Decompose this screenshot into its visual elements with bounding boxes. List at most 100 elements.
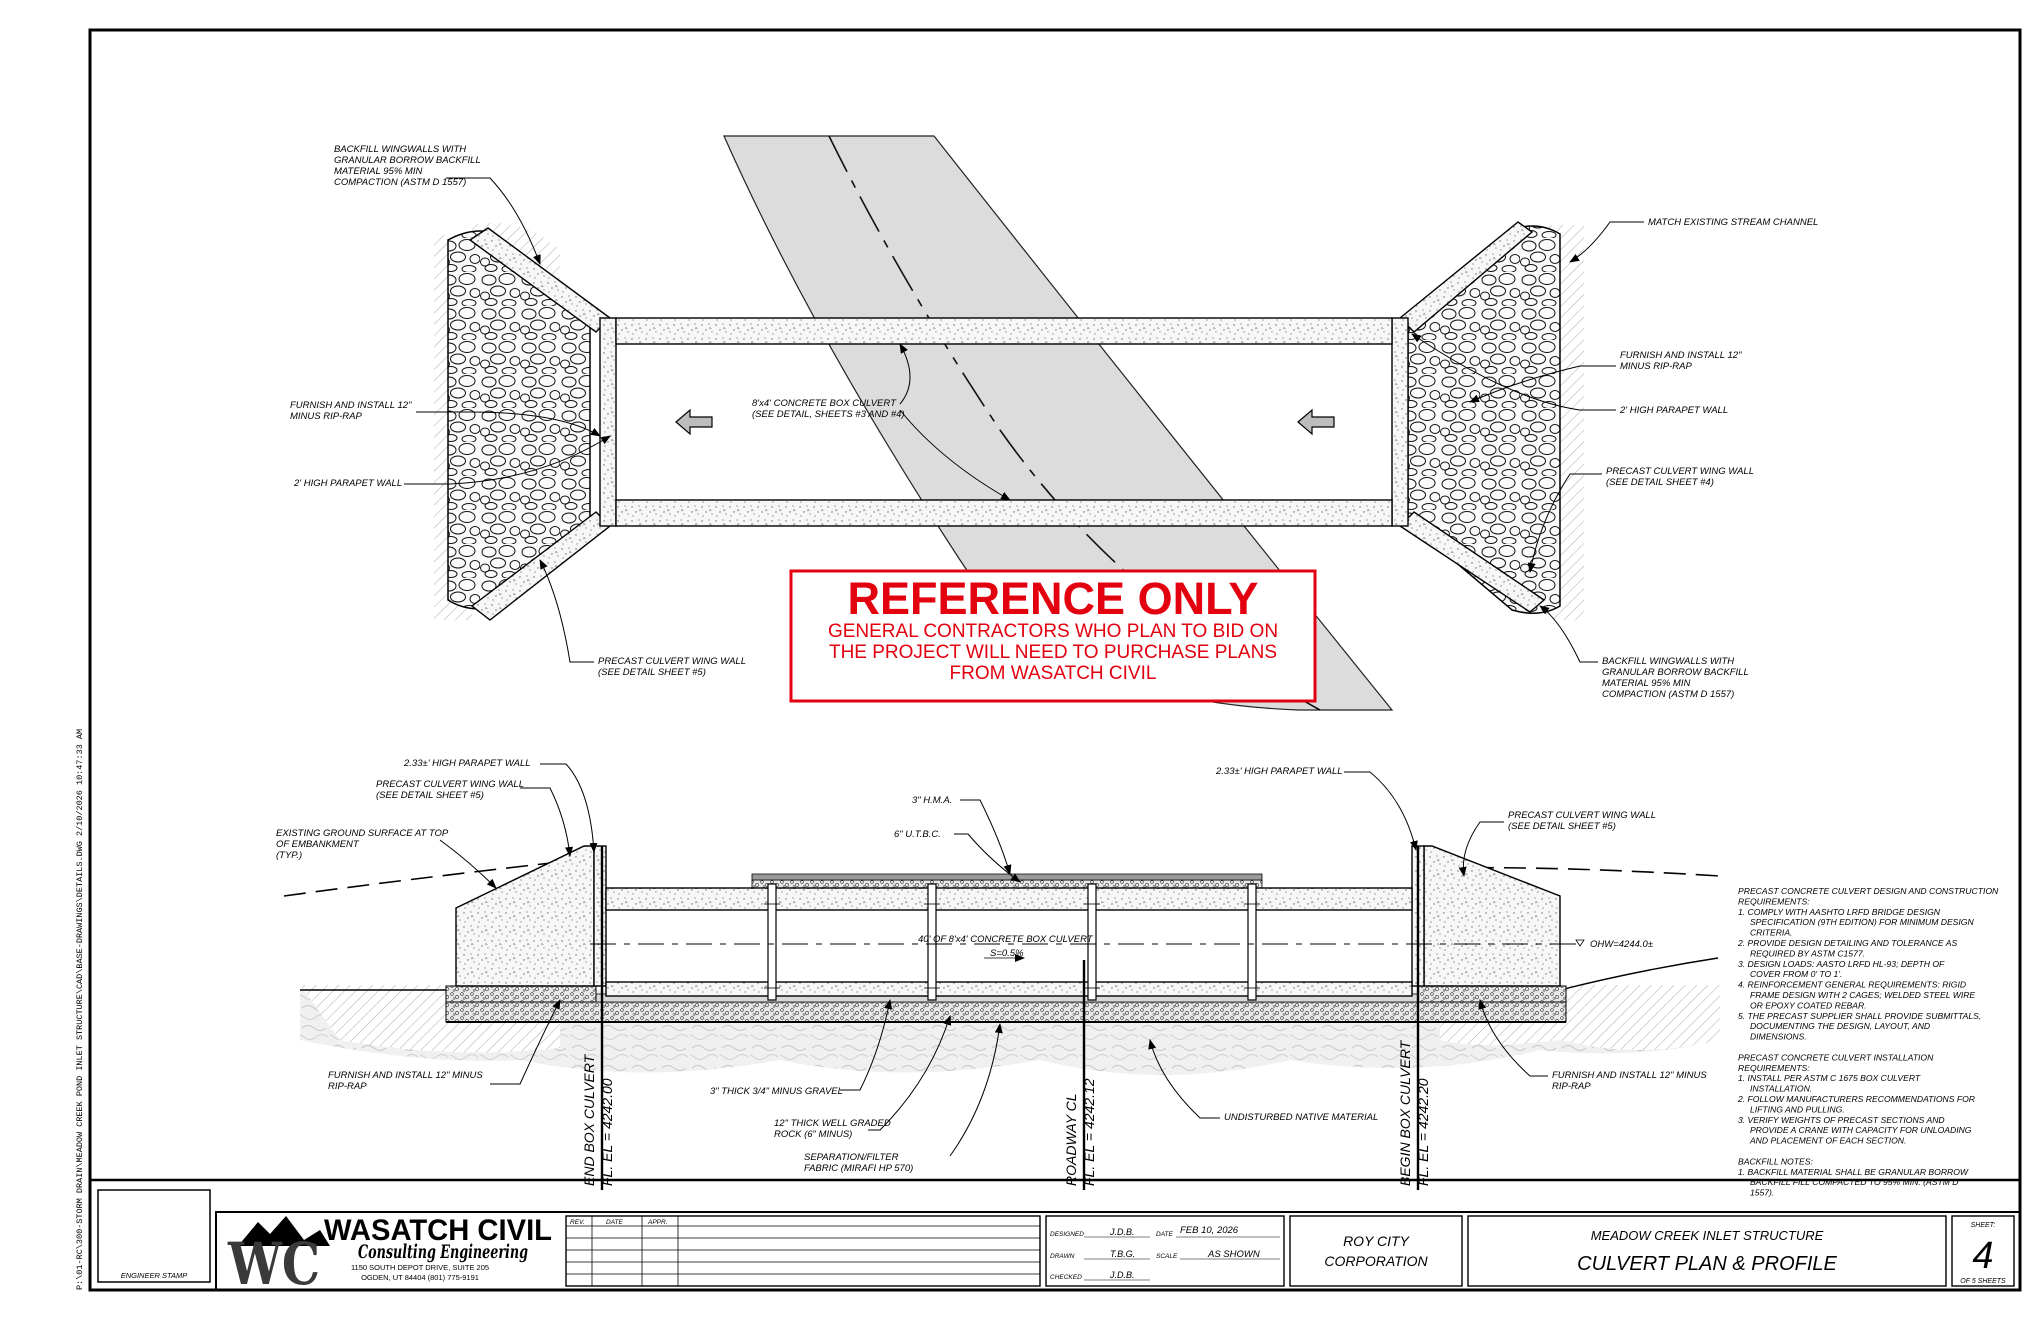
general-note-line: CRITERIA. (1738, 928, 1792, 938)
note-fabric: SEPARATION/FILTER FABRIC (MIRAFI HP 570) (804, 1152, 913, 1174)
hma-layer (751, 873, 1263, 881)
flow-arrow-east (1297, 408, 1335, 436)
general-note-line: LIFTING AND PULLING. (1738, 1104, 1845, 1114)
general-note-line: PROVIDE A CRANE WITH CAPACITY FOR UNLOAD… (1738, 1125, 1972, 1135)
drawn-label: DRAWN (1050, 1253, 1075, 1260)
general-note-line: 3. DESIGN LOADS: AASTO LRFD HL-93; DEPTH… (1738, 959, 1945, 969)
ohw-marker (1575, 939, 1585, 947)
general-note-line: BACKFILL FILL COMPACTED TO 95% MIN. (AST… (1738, 1177, 1958, 1187)
culvert-bottom-slab (605, 981, 1413, 997)
note-existing-ground: EXISTING GROUND SURFACE AT TOP OF EMBANK… (276, 828, 451, 861)
existing-ground-dashed (283, 861, 1721, 897)
rev-header-appr: APPR. (647, 1219, 668, 1226)
sheet-title: CULVERT PLAN & PROFILE (1577, 1253, 1837, 1275)
note-riprap-east: FURNISH AND INSTALL 12" MINUS RIP-RAP (1620, 350, 1744, 372)
rev-header-date: DATE (606, 1219, 624, 1226)
sheet-number: 4 (1972, 1235, 1993, 1277)
general-note-line: DOCUMENTING THE DESIGN, LAYOUT, AND (1738, 1021, 1930, 1031)
wasatch-civil-logo: WC WASATCH CIVIL Consulting Engineering … (227, 1214, 552, 1298)
plan-view: BACKFILL WINGWALLS WITH GRANULAR BORROW … (290, 135, 1818, 711)
general-note-line: REQUIREMENTS: (1738, 896, 1810, 906)
utbc-layer (751, 879, 1263, 889)
checked-label: CHECKED (1050, 1274, 1082, 1281)
note-hma: 3" H.M.A. (912, 795, 952, 806)
note-wingwall-profile-west: PRECAST CULVERT WING WALL (SEE DETAIL SH… (376, 779, 526, 801)
note-gravel: 3" THICK 3/4" MINUS GRAVEL (710, 1086, 843, 1097)
note-box-culvert: 8'x4' CONCRETE BOX CULVERT (SEE DETAIL, … (752, 398, 905, 420)
sheet-total: OF 5 SHEETS (1960, 1278, 2006, 1285)
ground-line (300, 957, 1719, 991)
note-slope: S=0.5% (990, 948, 1024, 959)
general-note-line: AND PLACEMENT OF EACH SECTION. (1738, 1136, 1906, 1146)
flow-arrow-west (675, 408, 713, 436)
general-notes: PRECAST CONCRETE CULVERT DESIGN AND CONS… (1737, 886, 1999, 1198)
reference-only-stamp: REFERENCE ONLY GENERAL CONTRACTORS WHO P… (789, 569, 1317, 703)
note-riprap-profile-west: FURNISH AND INSTALL 12" MINUS RIP-RAP (328, 1070, 485, 1092)
general-note-line: PRECAST CONCRETE CULVERT DESIGN AND CONS… (1738, 886, 1999, 896)
general-note-line: BACKFILL NOTES: (1738, 1156, 1813, 1166)
culvert-joints (767, 883, 1257, 1001)
culvert-wall-north (615, 317, 1393, 345)
designed-label: DESIGNED (1050, 1231, 1084, 1238)
general-note-line: 4. REINFORCEMENT GENERAL REQUIREMENTS: R… (1738, 980, 1966, 990)
date-value: FEB 10, 2026 (1180, 1225, 1239, 1236)
revision-table (565, 1215, 1041, 1287)
general-note-line: 1. COMPLY WITH AASHTO LRFD BRIDGE DESIGN (1738, 907, 1941, 917)
sheet-label: SHEET: (1971, 1222, 1996, 1229)
engineer-stamp-label: ENGINEER STAMP (121, 1271, 188, 1280)
reference-only-title: REFERENCE ONLY (848, 573, 1259, 624)
general-note-line: SPECIFICATION (9TH EDITION) FOR MINIMUM … (1738, 917, 1974, 927)
general-note-line: FRAME DESIGN WITH 2 CAGES; WELDED STEEL … (1738, 990, 1975, 1000)
firm-subtitle: Consulting Engineering (358, 1241, 528, 1263)
note-match-stream: MATCH EXISTING STREAM CHANNEL (1648, 217, 1818, 228)
project-name: MEADOW CREEK INLET STRUCTURE (1591, 1228, 1824, 1243)
rev-header-rev: REV. (570, 1219, 585, 1226)
riprap-east (1407, 225, 1561, 614)
date-label: DATE (1156, 1231, 1174, 1238)
designed-value: J.D.B. (1109, 1227, 1135, 1237)
note-parapet-profile-west: 2.33±' HIGH PARAPET WALL (403, 758, 531, 769)
parapet-profile-west (593, 845, 607, 987)
note-parapet-profile-east: 2.33±' HIGH PARAPET WALL (1215, 766, 1343, 777)
general-note-line: PRECAST CONCRETE CULVERT INSTALLATION (1738, 1052, 1934, 1062)
note-utbc: 6" U.T.B.C. (894, 829, 941, 840)
rock-bedding (445, 1001, 1567, 1023)
note-rock: 12" THICK WELL GRADED ROCK (6" MINUS) (774, 1118, 893, 1140)
parapet-wall-west (599, 317, 617, 527)
general-note-line: 2. PROVIDE DESIGN DETAILING AND TOLERANC… (1737, 938, 1957, 948)
general-note-line: 3. VERIFY WEIGHTS OF PRECAST SECTIONS AN… (1738, 1115, 1945, 1125)
general-note-line: 2. FOLLOW MANUFACTURERS RECOMMENDATIONS … (1737, 1094, 1975, 1104)
reference-only-line-1: GENERAL CONTRACTORS WHO PLAN TO BID ON (828, 621, 1278, 642)
note-parapet-east: 2' HIGH PARAPET WALL (1619, 405, 1728, 416)
note-backfill-se: BACKFILL WINGWALLS WITH GRANULAR BORROW … (1602, 656, 1751, 700)
general-note-line: REQUIREMENTS: (1738, 1063, 1810, 1073)
general-note-line: 1557). (1738, 1188, 1774, 1198)
station-end-box-culvert: END BOX CULVERT FL. EL = 4242.00 (581, 1051, 615, 1186)
note-undisturbed: UNDISTURBED NATIVE MATERIAL (1224, 1112, 1378, 1123)
logo-letters: WC (227, 1230, 320, 1298)
drawn-value: T.B.G. (1110, 1249, 1135, 1259)
note-wingwall-sw: PRECAST CULVERT WING WALL (SEE DETAIL SH… (598, 656, 748, 678)
title-block: ENGINEER STAMP WC WASATCH CIVIL Consulti… (90, 1178, 2021, 1298)
reference-only-line-2: THE PROJECT WILL NEED TO PURCHASE PLANS (829, 642, 1277, 663)
note-riprap-west: FURNISH AND INSTALL 12" MINUS RIP-RAP (290, 400, 414, 422)
station-begin-box-culvert: BEGIN BOX CULVERT FL. EL = 4242.20 (1397, 1037, 1431, 1186)
client-name-1: ROY CITY (1343, 1233, 1411, 1249)
culvert-top-slab (605, 887, 1413, 911)
scale-value: AS SHOWN (1207, 1249, 1260, 1260)
note-parapet-west: 2' HIGH PARAPET WALL (293, 478, 402, 489)
engineer-stamp-box (97, 1189, 211, 1283)
client-name-2: CORPORATION (1324, 1253, 1428, 1269)
general-note-line: REQUIRED BY ASTM C1577. (1738, 948, 1865, 958)
general-note-line: INSTALLATION. (1738, 1084, 1812, 1094)
culvert-wall-south (615, 499, 1393, 527)
riprap-profile-east (1417, 985, 1567, 1003)
general-note-line: COVER FROM 0' TO 1'. (1738, 969, 1842, 979)
note-wingwall-profile-east: PRECAST CULVERT WING WALL (SEE DETAIL SH… (1508, 810, 1658, 832)
checked-value: J.D.B. (1109, 1270, 1135, 1280)
station-roadway-cl: ROADWAY CL FL. EL = 4242.12 (1063, 1078, 1097, 1186)
general-note-line: DIMENSIONS. (1738, 1032, 1807, 1042)
parapet-wall-east (1391, 317, 1409, 527)
general-note-line: 1. BACKFILL MATERIAL SHALL BE GRANULAR B… (1738, 1167, 1969, 1177)
